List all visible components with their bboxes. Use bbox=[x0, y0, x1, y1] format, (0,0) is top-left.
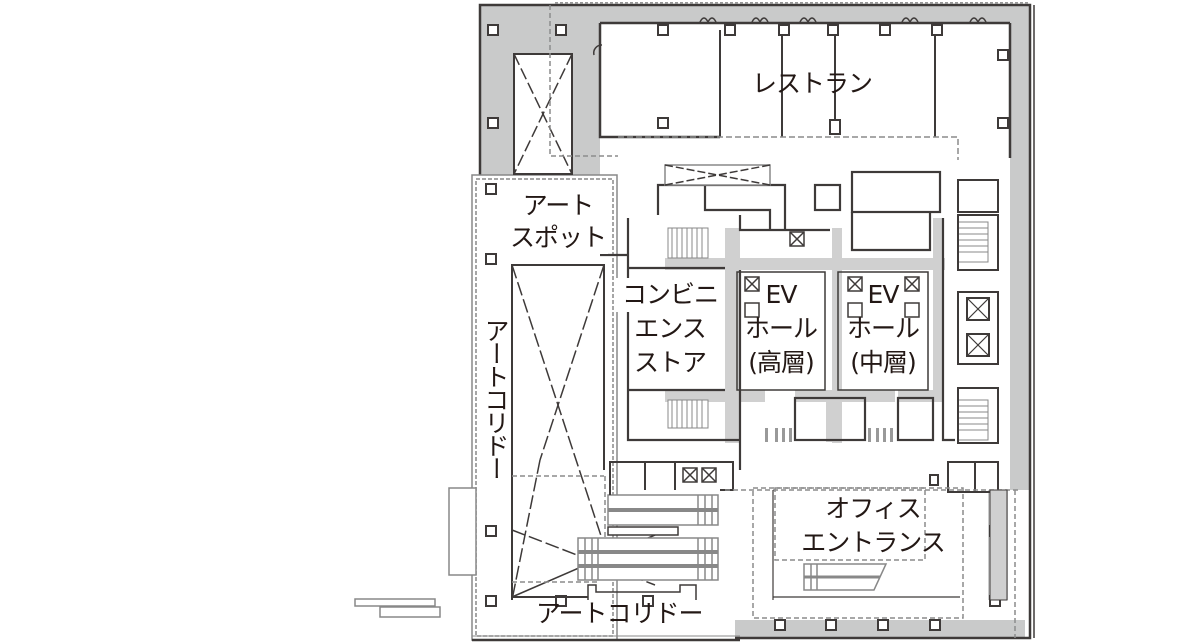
outer-walls bbox=[478, 3, 1035, 640]
label-office-entrance: オフィス エントランス bbox=[793, 492, 953, 560]
label-ev-hall-high-line2: ホール bbox=[744, 314, 818, 343]
label-art-corridor-vertical: アートコリドー bbox=[480, 318, 510, 479]
label-ev-hall-mid-line3: (中層) bbox=[850, 348, 917, 377]
ev-hall-frames bbox=[736, 271, 929, 391]
label-art-spot-line1: アート bbox=[522, 191, 595, 220]
label-office-entrance-line2: エントランス bbox=[801, 528, 946, 557]
label-ev-hall-mid-line2: ホール bbox=[846, 314, 920, 343]
label-ev-hall-high-line1: EV bbox=[765, 280, 798, 309]
label-ev-hall-mid-line1: EV bbox=[867, 280, 900, 309]
label-ev-hall-mid: EV ホール (中層) bbox=[835, 278, 931, 380]
label-convenience-store-line2: エンス bbox=[634, 314, 707, 343]
label-convenience-store-line3: ストア bbox=[633, 348, 707, 377]
elevator-cars bbox=[682, 231, 920, 483]
door-swings bbox=[593, 17, 987, 56]
label-art-spot-line2: スポット bbox=[508, 222, 608, 254]
label-art-spot: アート スポット bbox=[508, 190, 608, 254]
label-convenience-store: コンビニ エンス ストア bbox=[615, 278, 725, 380]
exterior-features bbox=[354, 487, 477, 618]
label-art-corridor-bottom: アートコリドー bbox=[536, 599, 704, 628]
floor-markings bbox=[765, 428, 893, 442]
restaurant-partitions bbox=[719, 30, 936, 137]
escalator-top bbox=[664, 164, 771, 186]
office-entrance-boundary bbox=[725, 487, 1020, 638]
stairs bbox=[667, 221, 989, 441]
columns bbox=[485, 24, 1009, 631]
label-convenience-store-line1: コンビニ bbox=[615, 278, 725, 312]
void-top-left bbox=[513, 53, 573, 175]
label-office-entrance-line1: オフィス bbox=[825, 494, 922, 523]
label-ev-hall-high: EV ホール (高層) bbox=[733, 278, 829, 380]
label-ev-hall-high-line3: (高層) bbox=[748, 348, 815, 377]
right-service-core bbox=[947, 179, 999, 493]
escalators bbox=[577, 494, 719, 581]
label-restaurant: レストラン bbox=[752, 69, 873, 98]
